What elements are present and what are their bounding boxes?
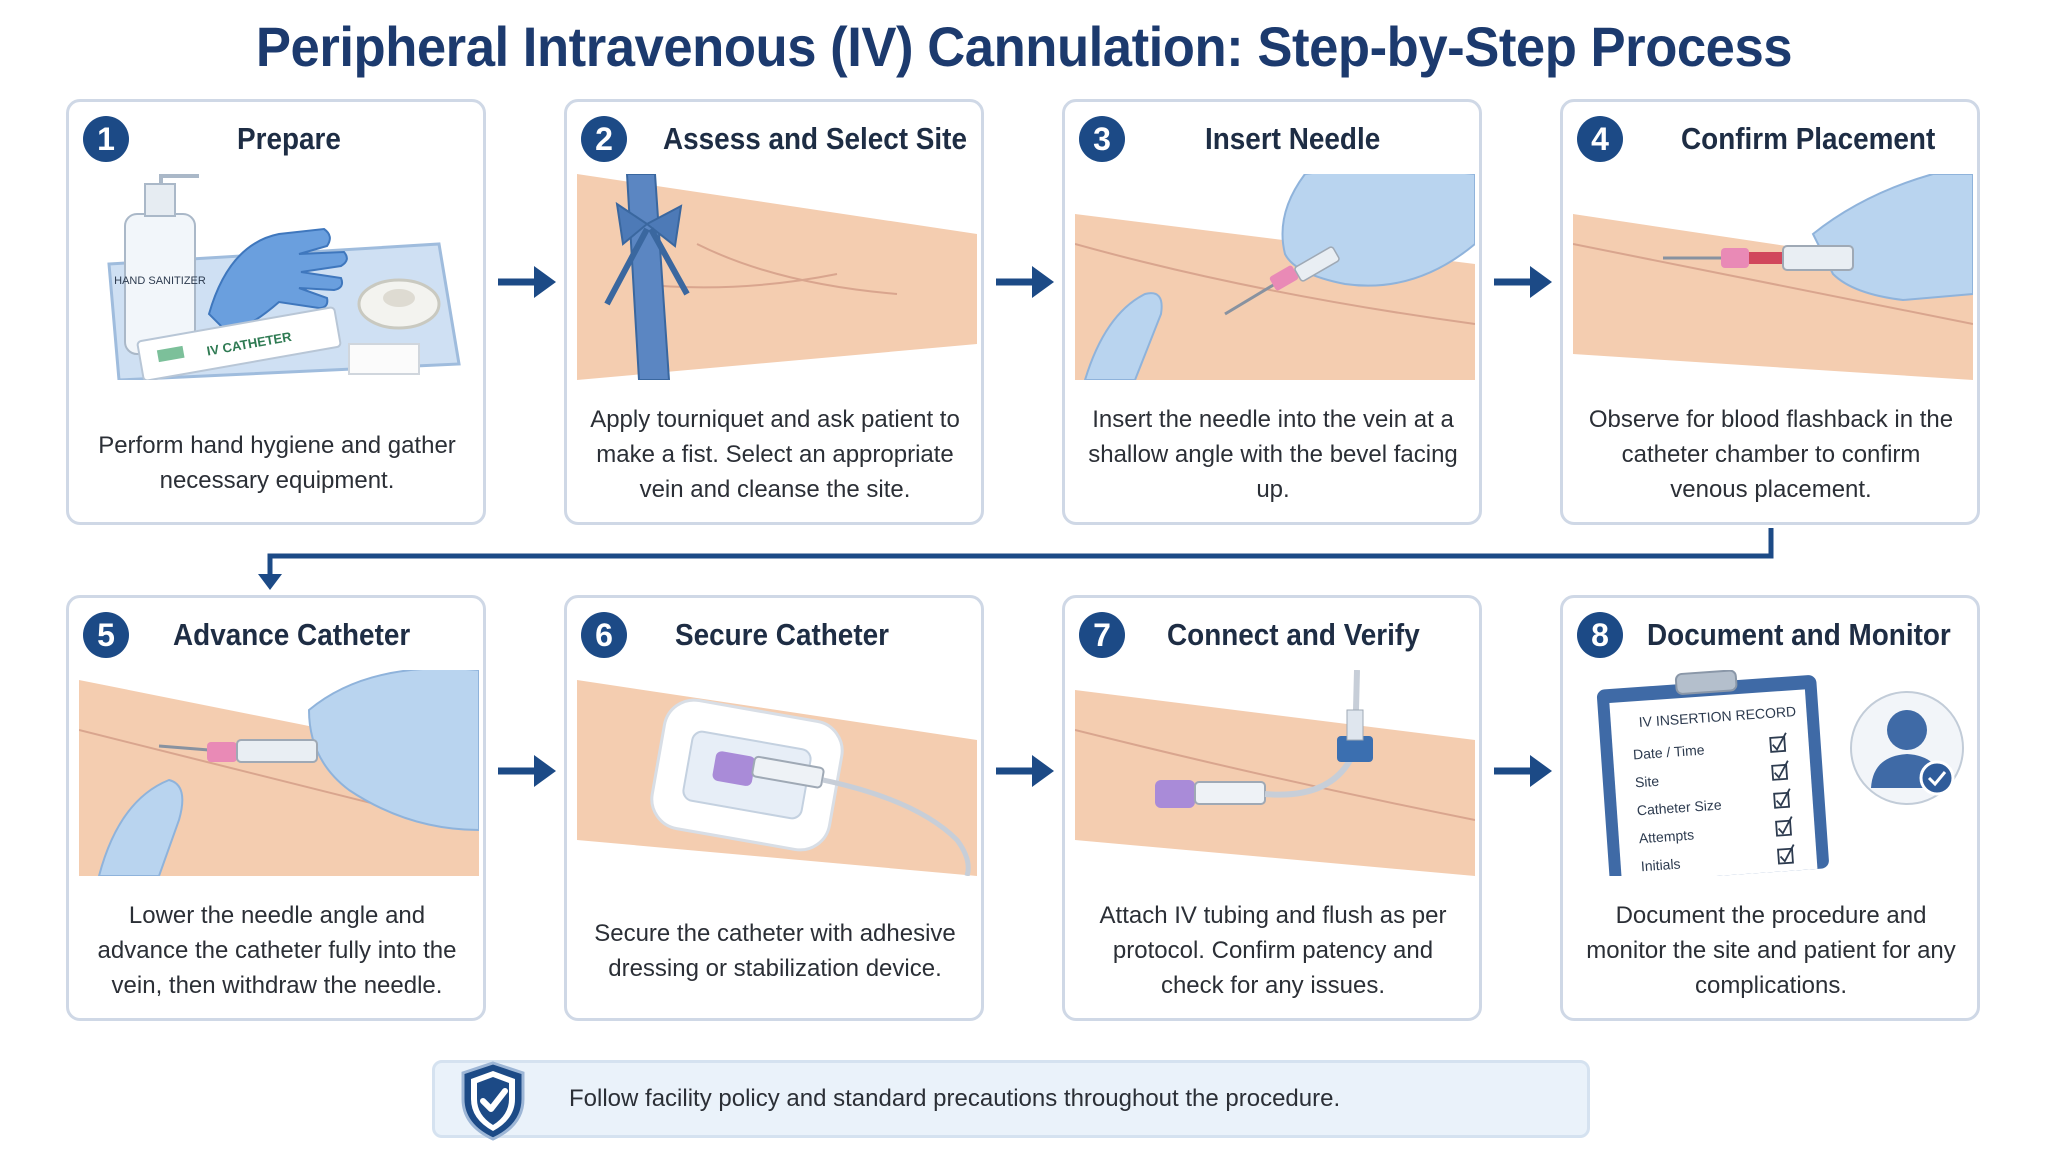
step-number-badge: 4 <box>1577 116 1623 162</box>
documentation-illustration: IV INSERTION RECORD Date / Time Site Cat… <box>1573 670 1973 876</box>
flow-arrow-7-8 <box>1490 751 1556 791</box>
step-title: Confirm Placement <box>1681 121 1936 156</box>
step-number-badge: 6 <box>581 612 627 658</box>
step-card-1: 1 Prepare HAND SANITIZER IV CATHETER Per… <box>66 99 486 525</box>
step-card-4: 4 Confirm Placement Observe for blood fl… <box>1560 99 1980 525</box>
step-card-7: 7 Connect and Verify Attach IV tubing an… <box>1062 595 1482 1021</box>
step-card-2: 2 Assess and Select Site Apply tournique… <box>564 99 984 525</box>
step-number-badge: 5 <box>83 612 129 658</box>
step-description: Observe for blood flashback in the cathe… <box>1588 406 1954 503</box>
step-title: Connect and Verify <box>1167 617 1420 652</box>
prepare-equipment-illustration: HAND SANITIZER IV CATHETER <box>79 174 479 380</box>
secure-dressing-illustration <box>577 670 977 876</box>
footer-text: Follow facility policy and standard prec… <box>569 1085 1341 1112</box>
page-title: Peripheral Intravenous (IV) Cannulation:… <box>255 15 1793 78</box>
step-description: Secure the catheter with adhesive dressi… <box>594 920 956 982</box>
step-description: Document the procedure and monitor the s… <box>1586 902 1956 999</box>
step-description: Perform hand hygiene and gather necessar… <box>98 432 456 494</box>
step-title: Secure Catheter <box>675 617 890 652</box>
step-number-badge: 7 <box>1079 612 1125 658</box>
flow-arrow-6-7 <box>992 751 1058 791</box>
step-description: Attach IV tubing and flush as per protoc… <box>1099 902 1447 999</box>
flow-arrow-2-3 <box>992 262 1058 302</box>
advance-catheter-illustration <box>79 670 479 876</box>
flow-arrow-5-6 <box>494 751 560 791</box>
step-description: Lower the needle angle and advance the c… <box>97 902 457 999</box>
record-field: Initials <box>1640 855 1681 874</box>
step-title: Insert Needle <box>1205 121 1381 156</box>
flashback-illustration <box>1573 174 1973 380</box>
flow-arrow-3-4 <box>1490 262 1556 302</box>
flow-arrow-1-2 <box>494 262 560 302</box>
step-number-badge: 2 <box>581 116 627 162</box>
record-field: Catheter Size <box>1636 796 1722 818</box>
shield-check-icon <box>461 1061 525 1141</box>
step-title: Prepare <box>237 121 341 156</box>
record-field: Attempts <box>1638 826 1694 846</box>
sanitizer-label: HAND SANITIZER <box>114 275 206 287</box>
footer-banner: Follow facility policy and standard prec… <box>432 1060 1590 1141</box>
step-number-badge: 1 <box>83 116 129 162</box>
step-description: Apply tourniquet and ask patient to make… <box>590 406 960 503</box>
connect-tubing-illustration <box>1075 670 1475 876</box>
insert-needle-illustration <box>1075 174 1475 380</box>
record-field: Date / Time <box>1632 742 1705 763</box>
step-title: Assess and Select Site <box>663 121 967 156</box>
step-title: Advance Catheter <box>173 617 411 652</box>
step-number-badge: 8 <box>1577 612 1623 658</box>
step-number-badge: 3 <box>1079 116 1125 162</box>
step-description: Insert the needle into the vein at a sha… <box>1088 406 1458 503</box>
step-card-5: 5 Advance Catheter Lower the needle angl… <box>66 595 486 1021</box>
step-card-3: 3 Insert Needle Insert the needle into t… <box>1062 99 1482 525</box>
tourniquet-arm-illustration <box>577 174 977 380</box>
step-card-6: 6 Secure Catheter Secure the catheter wi… <box>564 595 984 1021</box>
step-card-8: 8 Document and Monitor IV INSERTION RECO… <box>1560 595 1980 1021</box>
step-title: Document and Monitor <box>1647 617 1951 652</box>
record-field: Site <box>1634 773 1659 791</box>
